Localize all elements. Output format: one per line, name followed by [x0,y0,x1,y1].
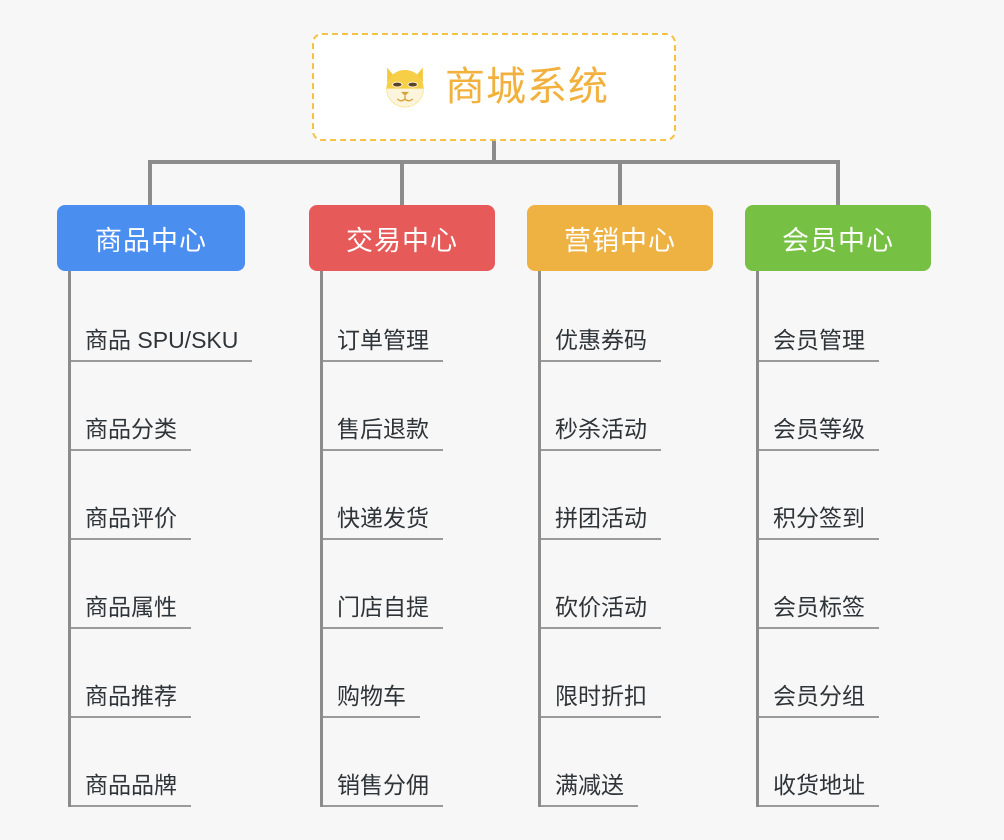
list-item[interactable]: 满减送 [541,718,713,807]
list-item-label: 订单管理 [323,327,443,362]
list-item-label: 限时折扣 [541,683,661,718]
connector-drop-2 [400,160,404,208]
list-item-label: 快递发货 [323,505,443,540]
list-item-label: 商品品牌 [71,772,191,807]
root-node[interactable]: 商城系统 [312,33,676,141]
list-item[interactable]: 拼团活动 [541,451,713,540]
connector-drop-3 [618,160,622,208]
category-header-trade[interactable]: 交易中心 [309,205,495,271]
list-item[interactable]: 商品评价 [71,451,245,540]
list-item[interactable]: 收货地址 [759,718,931,807]
list-item[interactable]: 优惠券码 [541,273,713,362]
list-item-label: 购物车 [323,683,420,718]
category-header-marketing[interactable]: 营销中心 [527,205,713,271]
list-item[interactable]: 快递发货 [323,451,495,540]
list-item-label: 积分签到 [759,505,879,540]
list-item[interactable]: 购物车 [323,629,495,718]
category-column-product: 商品中心 商品 SPU/SKU 商品分类 商品评价 商品属性 商品推荐 商品品牌 [57,205,253,807]
list-item-label: 商品 SPU/SKU [71,327,253,362]
connector-drop-4 [836,160,840,208]
category-column-member: 会员中心 会员管理 会员等级 积分签到 会员标签 会员分组 收货地址 [745,205,931,807]
list-item[interactable]: 会员管理 [759,273,931,362]
list-item[interactable]: 销售分佣 [323,718,495,807]
list-item-label: 满减送 [541,772,638,807]
list-item-label: 销售分佣 [323,772,443,807]
category-header-member[interactable]: 会员中心 [745,205,931,271]
list-item-label: 秒杀活动 [541,416,661,451]
category-items-member: 会员管理 会员等级 积分签到 会员标签 会员分组 收货地址 [756,271,931,807]
list-item-label: 会员分组 [759,683,879,718]
connector-drop-1 [148,160,152,208]
list-item[interactable]: 售后退款 [323,362,495,451]
list-item[interactable]: 商品推荐 [71,629,245,718]
list-item-label: 会员管理 [759,327,879,362]
category-column-marketing: 营销中心 优惠券码 秒杀活动 拼团活动 砍价活动 限时折扣 满减送 [527,205,713,807]
category-items-trade: 订单管理 售后退款 快递发货 门店自提 购物车 销售分佣 [320,271,495,807]
list-item-label: 砍价活动 [541,594,661,629]
list-item[interactable]: 会员标签 [759,540,931,629]
list-item[interactable]: 会员分组 [759,629,931,718]
shiba-dog-icon [386,67,424,108]
root-title: 商城系统 [445,65,609,109]
list-item[interactable]: 门店自提 [323,540,495,629]
list-item[interactable]: 商品 SPU/SKU [71,273,253,362]
list-item[interactable]: 商品属性 [71,540,245,629]
category-items-marketing: 优惠券码 秒杀活动 拼团活动 砍价活动 限时折扣 满减送 [538,271,713,807]
category-items-product: 商品 SPU/SKU 商品分类 商品评价 商品属性 商品推荐 商品品牌 [68,271,253,807]
category-header-product[interactable]: 商品中心 [57,205,245,271]
list-item-label: 商品评价 [71,505,191,540]
list-item[interactable]: 砍价活动 [541,540,713,629]
list-item[interactable]: 积分签到 [759,451,931,540]
list-item-label: 拼团活动 [541,505,661,540]
list-item-label: 商品分类 [71,416,191,451]
list-item-label: 会员标签 [759,594,879,629]
list-item-label: 会员等级 [759,416,879,451]
list-item-label: 售后退款 [323,416,443,451]
list-item[interactable]: 商品分类 [71,362,245,451]
category-column-trade: 交易中心 订单管理 售后退款 快递发货 门店自提 购物车 销售分佣 [309,205,495,807]
list-item[interactable]: 订单管理 [323,273,495,362]
list-item-label: 商品推荐 [71,683,191,718]
list-item-label: 收货地址 [759,772,879,807]
list-item-label: 优惠券码 [541,327,661,362]
list-item-label: 门店自提 [323,594,443,629]
list-item[interactable]: 限时折扣 [541,629,713,718]
list-item[interactable]: 会员等级 [759,362,931,451]
connector-bus [148,160,840,164]
list-item[interactable]: 商品品牌 [71,718,245,807]
list-item[interactable]: 秒杀活动 [541,362,713,451]
connector-root-stem [492,141,496,162]
list-item-label: 商品属性 [71,594,191,629]
